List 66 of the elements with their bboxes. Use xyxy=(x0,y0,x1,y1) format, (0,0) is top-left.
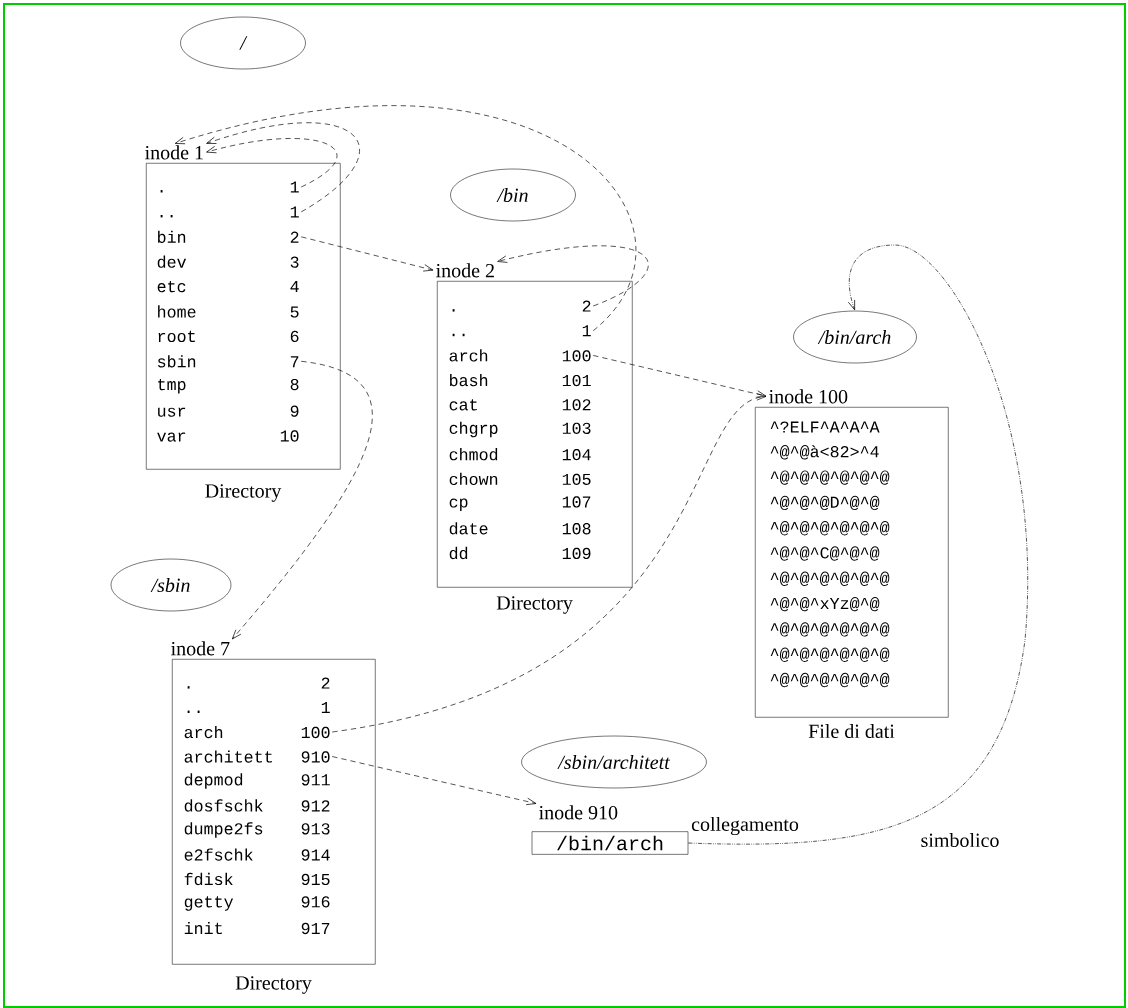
directory-entry: .. 1 xyxy=(160,206,299,218)
inode-heading: inode 1 xyxy=(145,145,203,160)
directory-entry: chgrp 103 xyxy=(449,421,591,438)
file-data-line: ^@^@^xYz@^@ xyxy=(770,596,880,612)
link-note: simbolico xyxy=(921,833,999,848)
arrow xyxy=(331,393,767,733)
link-box: /bin/arch xyxy=(531,831,689,855)
file-data-line: ^@^@^@^@^@^@ xyxy=(770,647,890,662)
directory-entry: e2fschk 914 xyxy=(184,848,330,861)
inode-heading: inode 7 xyxy=(171,641,230,656)
file-data-line: ^@^@^@^@^@^@ xyxy=(770,521,890,536)
file-data-line: ^@^@^C@^@^@ xyxy=(770,546,880,561)
directory-entry: cat 102 xyxy=(449,399,591,411)
arrow xyxy=(300,236,434,272)
directory-entry: architett 910 xyxy=(184,750,330,763)
arrow xyxy=(687,244,1029,845)
directory-entry: etc 4 xyxy=(157,280,299,293)
directory-entry: . 2 xyxy=(187,677,330,689)
directory-entry: arch 100 xyxy=(449,349,591,362)
directory-entry: getty 916 xyxy=(184,896,330,911)
directory-entry: sbin 7 xyxy=(157,355,299,368)
arrow xyxy=(231,360,373,640)
directory-entry: date 108 xyxy=(449,522,591,535)
arrow xyxy=(331,756,537,805)
directory-entry: var 10 xyxy=(157,430,299,442)
directory-entry: chown 105 xyxy=(449,472,591,486)
link-note: collegamento xyxy=(691,816,799,836)
directory-entry: chmod 104 xyxy=(449,448,591,461)
directory-entry: dumpe2fs 913 xyxy=(184,822,330,838)
arrow xyxy=(592,355,767,398)
file-data-line: ^@^@à<82>^4 xyxy=(770,445,879,460)
directory-entry: dosfschk 912 xyxy=(184,799,330,812)
arrow xyxy=(497,245,649,307)
inode-heading: inode 2 xyxy=(436,263,494,278)
inode-heading: inode 100 xyxy=(769,389,848,404)
arrow xyxy=(206,122,360,213)
inode-heading: inode 910 xyxy=(539,805,618,820)
arrow xyxy=(206,138,338,188)
box-caption: Directory xyxy=(205,484,282,502)
directory-entry: home 5 xyxy=(158,305,299,318)
directory-entry: . 2 xyxy=(452,300,591,312)
directory-entry: arch 100 xyxy=(184,725,330,739)
file-data-line: ^?ELF^A^A^A xyxy=(770,421,880,433)
arrow xyxy=(174,106,636,332)
directory-entry: usr 9 xyxy=(158,405,299,417)
directory-entry: dev 3 xyxy=(157,255,299,268)
directory-entry: dd 109 xyxy=(449,546,591,560)
directory-entry: bash 101 xyxy=(450,374,591,387)
directory-entry: .. 1 xyxy=(452,325,591,337)
file-data-line: ^@^@^@^@^@^@ xyxy=(770,672,890,688)
directory-entry: cp 107 xyxy=(449,496,591,511)
directory-entry: depmod 911 xyxy=(184,773,330,789)
directory-entry: bin 2 xyxy=(158,230,299,243)
directory-entry: . 1 xyxy=(160,181,299,193)
directory-entry: tmp 8 xyxy=(158,378,299,394)
box-caption: Directory xyxy=(496,596,573,614)
file-data-line: ^@^@^@D^@^@ xyxy=(770,495,880,511)
directory-entry: init 917 xyxy=(184,921,330,935)
box-caption: File di dati xyxy=(808,724,895,739)
directory-entry: fdisk 915 xyxy=(184,872,330,886)
file-data-line: ^@^@^@^@^@^@ xyxy=(770,470,890,485)
directory-entry: root 6 xyxy=(158,330,299,343)
box-caption: Directory xyxy=(235,976,312,994)
file-data-line: ^@^@^@^@^@^@ xyxy=(770,622,890,637)
file-data-line: ^@^@^@^@^@^@ xyxy=(770,571,890,586)
directory-entry: .. 1 xyxy=(187,702,330,713)
